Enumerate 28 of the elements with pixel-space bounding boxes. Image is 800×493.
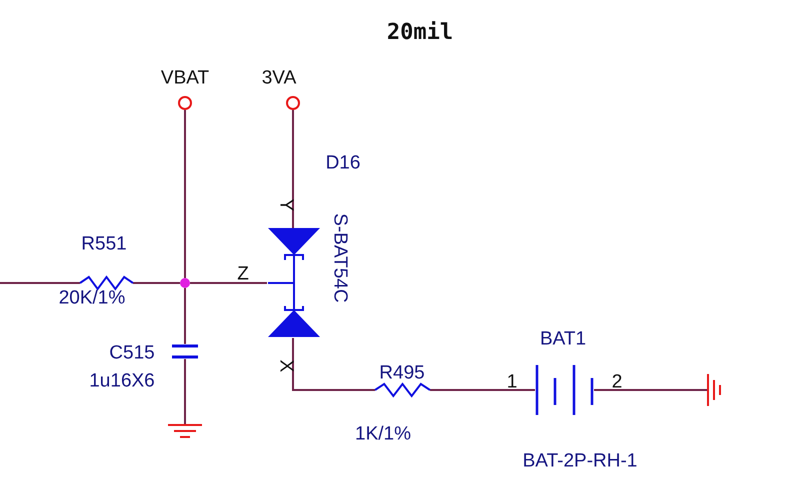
wire (594, 389, 707, 391)
net-label: 3VA (262, 68, 296, 88)
reference-designator: BAT1 (540, 330, 586, 348)
pin-label: 2 (612, 372, 622, 392)
wire (292, 110, 294, 228)
wire (190, 282, 267, 284)
wire (184, 288, 186, 344)
trace-width-note: 20mil (386, 22, 454, 44)
part-number: S-BAT54C (330, 213, 350, 303)
footprint-name: BAT-2P-RH-1 (522, 452, 638, 470)
reference-designator: C515 (109, 344, 155, 362)
reference-designator: R551 (81, 234, 127, 254)
part-value: 1K/1% (355, 424, 411, 444)
pin-label: Y (276, 198, 296, 212)
wire (133, 282, 180, 284)
reference-designator: R495 (379, 364, 425, 382)
wire (184, 359, 186, 424)
pin-label: Z (237, 264, 249, 284)
wire (292, 338, 375, 391)
pin-label: X (276, 360, 296, 372)
part-value: 1u16X6 (89, 372, 155, 390)
wire (0, 282, 80, 284)
pin-label: 1 (506, 372, 518, 392)
reference-designator: D16 (326, 154, 360, 172)
part-value: 20K/1% (58, 288, 126, 308)
wire (430, 389, 535, 391)
wire (184, 110, 186, 278)
net-label: VBAT (160, 68, 210, 88)
